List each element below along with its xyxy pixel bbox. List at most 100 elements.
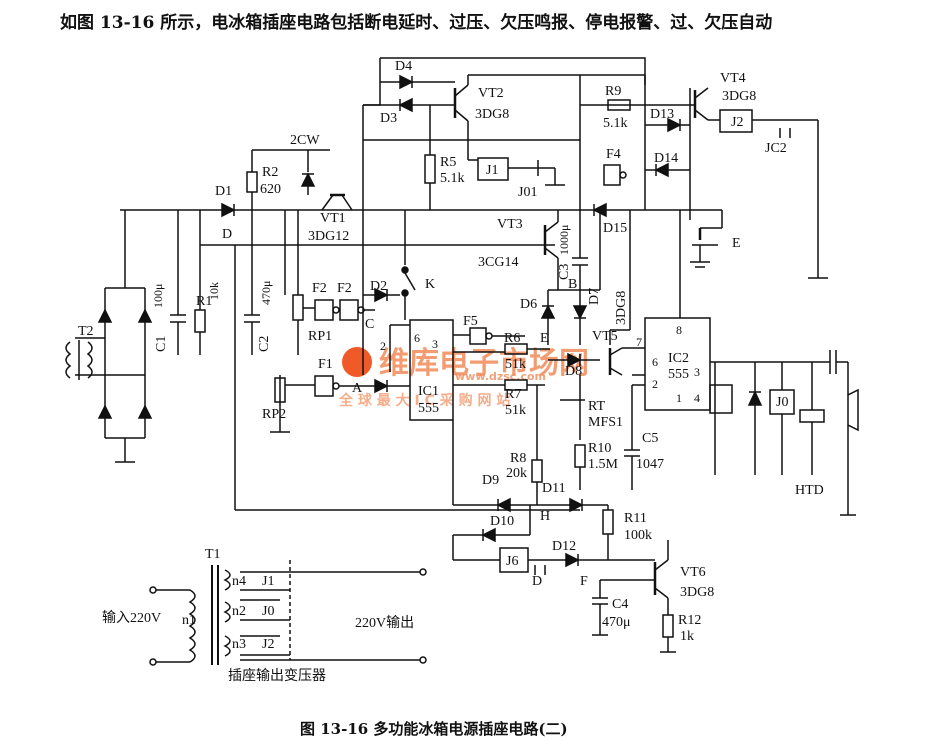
label-c3-val: 1000μ <box>557 225 571 255</box>
resistor-r9-icon <box>607 99 631 111</box>
label-r8: R8 <box>510 451 526 466</box>
label-j2-t1: J2 <box>262 637 274 652</box>
label-node-d: D <box>222 227 232 242</box>
label-node-f: F <box>580 574 588 589</box>
relay-j1-icon <box>477 157 509 181</box>
label-r12: R12 <box>678 613 701 628</box>
label-vt3: VT3 <box>497 217 523 232</box>
label-rp2: RP2 <box>262 407 286 422</box>
label-r10: R10 <box>588 441 611 456</box>
label-n4: n4 <box>232 574 246 589</box>
transformer-t2-icon <box>65 341 72 379</box>
label-ic2-pin6: 6 <box>652 355 658 369</box>
diode-d14-icon <box>654 162 669 178</box>
diode-d4-icon <box>399 74 414 90</box>
label-vt2-type: 3DG8 <box>475 107 509 122</box>
label-c1-val: 100μ <box>151 284 165 308</box>
filter-caps <box>170 210 260 355</box>
label-d7: D7 <box>587 288 602 305</box>
label-n2: n2 <box>232 604 246 619</box>
component-labels: D4 D3 VT2 3DG8 VT4 3DG8 R9 5.1k D13 D14 … <box>78 59 824 684</box>
label-t1: T1 <box>205 547 221 562</box>
vt3-section <box>540 164 723 345</box>
resistor-r8-icon <box>531 459 543 483</box>
label-t2: T2 <box>78 324 94 339</box>
label-j0-t1: J0 <box>262 604 274 619</box>
label-d8: D8 <box>565 364 582 379</box>
diode-d1-icon <box>221 202 236 218</box>
label-d3: D3 <box>380 111 397 126</box>
label-node-a: A <box>352 381 363 396</box>
diode-d13-icon <box>667 117 682 133</box>
label-jc2: JC2 <box>765 141 787 156</box>
label-ic2-pin4: 4 <box>694 391 700 405</box>
label-ic2-pin1: 1 <box>676 391 682 405</box>
speaker-icon <box>847 388 859 432</box>
label-rt-type: MFS1 <box>588 415 623 430</box>
label-d10: D10 <box>490 514 514 529</box>
label-n1: n1 <box>182 613 196 628</box>
label-c4: C4 <box>612 597 628 612</box>
label-r1: R1 <box>196 294 212 309</box>
label-vt4: VT4 <box>720 71 746 86</box>
bottom-section <box>452 385 676 653</box>
label-ic2-pin7: 7 <box>636 335 642 349</box>
label-ic1-type: 555 <box>418 401 439 416</box>
label-c2-val: 470μ <box>259 281 273 305</box>
label-j1-t1: J1 <box>262 574 274 589</box>
timing-section <box>453 375 640 490</box>
label-ic1-pin2: 2 <box>380 339 386 353</box>
diode-d8-icon <box>567 352 582 368</box>
left-top-section <box>120 149 722 511</box>
label-input-220v: 输入220V <box>102 610 161 626</box>
label-vt3-type: 3CG14 <box>478 255 518 270</box>
buzzer-htd-icon <box>799 409 825 423</box>
diode-d-ic1-icon <box>374 378 389 394</box>
label-node-d2: D <box>532 574 542 589</box>
resistor-r11-icon <box>602 509 614 535</box>
label-f2b: F2 <box>337 281 352 296</box>
label-d15: D15 <box>603 221 627 236</box>
output-transformer-t1 <box>149 560 427 666</box>
label-r11-val: 100k <box>624 528 652 543</box>
label-vt4-type: 3DG8 <box>722 89 756 104</box>
label-j0: J0 <box>776 395 788 410</box>
label-r12-val: 1k <box>680 629 694 644</box>
label-rp1: RP1 <box>308 329 332 344</box>
diode-d2-icon <box>374 287 389 303</box>
label-r1-val: 10k <box>207 282 221 300</box>
label-d12: D12 <box>552 539 576 554</box>
gate-f1-icon <box>314 375 334 397</box>
label-ic1: IC1 <box>418 384 439 399</box>
label-r9-val: 5.1k <box>603 116 628 131</box>
bridge-diode-4-icon <box>137 404 153 419</box>
top-section-wires <box>362 57 828 375</box>
transformer-t1-icon <box>188 589 196 663</box>
label-ic2-type: 555 <box>668 367 689 382</box>
label-c5: C5 <box>642 431 658 446</box>
label-ic1-pin6: 6 <box>414 331 420 345</box>
label-d6: D6 <box>520 297 537 312</box>
label-ic2-pin3: 3 <box>694 365 700 379</box>
label-ic2: IC2 <box>668 351 689 366</box>
resistor-r2-icon <box>246 171 258 193</box>
label-vt1-type: 3DG12 <box>308 229 349 244</box>
label-vt2: VT2 <box>478 86 504 101</box>
label-d14: D14 <box>654 151 678 166</box>
diode-d9-icon <box>496 497 511 513</box>
label-vt6: VT6 <box>680 565 706 580</box>
label-j1: J1 <box>486 163 498 178</box>
label-r6-val: 51k <box>505 357 526 372</box>
resistor-r10-icon <box>574 444 586 468</box>
diode-d3-icon <box>398 97 413 113</box>
label-f4: F4 <box>606 147 621 162</box>
gate-f5-icon <box>469 327 487 345</box>
label-vt6-type: 3DG8 <box>680 585 714 600</box>
watermark: 维库电子市场网 www.dzsc.com 全 球 最 大 I C 采 购 网 站 <box>338 346 589 409</box>
gates-section <box>270 210 410 433</box>
label-r5: R5 <box>440 155 456 170</box>
label-j01: J01 <box>518 185 537 200</box>
watermark-slogan: 全 球 最 大 I C 采 购 网 站 <box>338 392 510 409</box>
label-c1: C1 <box>154 336 169 352</box>
